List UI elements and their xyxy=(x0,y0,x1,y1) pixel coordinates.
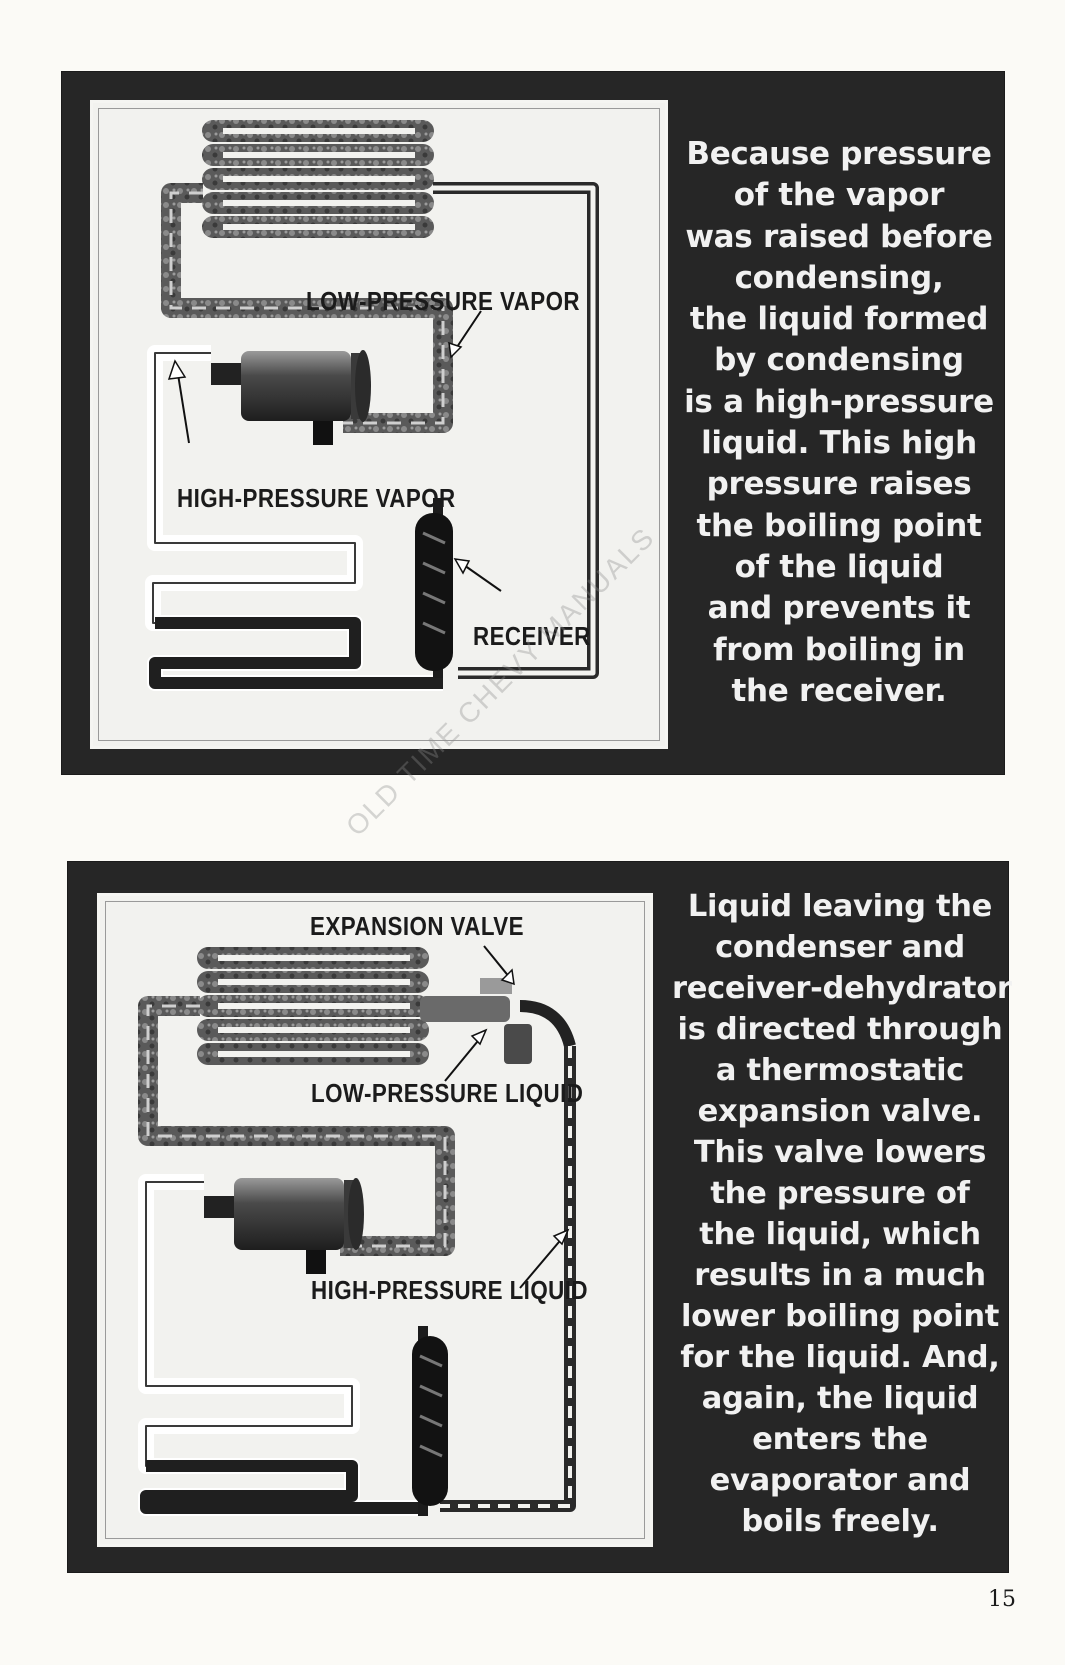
evaporator-coil xyxy=(202,120,434,238)
caption-expansion-valve: Liquid leaving the condenser and receive… xyxy=(672,886,1012,1542)
caption-line: Liquid leaving the xyxy=(687,889,993,924)
caption-line: expansion valve. xyxy=(697,1094,983,1129)
label-high-pressure-liquid: HIGH-PRESSURE LIQUID xyxy=(311,1275,588,1305)
caption-line: pressure raises xyxy=(706,466,972,503)
caption-line: the liquid formed xyxy=(689,301,989,338)
caption-receiver: Because pressure of the vapor was raised… xyxy=(674,134,1004,712)
caption-line: again, the liquid xyxy=(701,1381,979,1416)
receiver-tank xyxy=(415,498,453,678)
caption-line: the receiver. xyxy=(731,672,947,709)
diagram-panel-receiver: LOW-PRESSURE VAPOR HIGH-PRESSURE VAPOR R… xyxy=(62,72,1004,774)
caption-line: Because pressure xyxy=(686,136,992,172)
caption-line: and prevents it xyxy=(707,590,971,627)
label-low-pressure-liquid: LOW-PRESSURE LIQUID xyxy=(311,1078,584,1108)
caption-line: for the liquid. And, xyxy=(680,1340,1000,1375)
caption-line: the liquid, which xyxy=(699,1217,981,1252)
caption-line: from boiling in xyxy=(713,631,965,668)
label-receiver: RECEIVER xyxy=(473,621,591,651)
caption-line: the pressure of xyxy=(710,1176,970,1211)
expansion-valve xyxy=(420,978,576,1064)
caption-line: condensing, xyxy=(734,259,944,296)
caption-line: condenser and xyxy=(715,930,965,965)
caption-line: evaporator and xyxy=(709,1463,971,1498)
refrigeration-circuit-illustration-2 xyxy=(138,945,576,1516)
page-number: 15 xyxy=(988,1587,1016,1612)
label-low-pressure-vapor: LOW-PRESSURE VAPOR xyxy=(306,286,580,316)
caption-line: is a high-pressure xyxy=(684,383,994,420)
compressor xyxy=(211,350,371,445)
receiver-tank xyxy=(412,1326,448,1516)
caption-line: by condensing xyxy=(714,342,964,379)
caption-line: This valve lowers xyxy=(693,1135,987,1170)
caption-line: receiver-dehydrator xyxy=(672,971,1012,1006)
caption-line: lower boiling point xyxy=(680,1299,1000,1334)
caption-line: a thermostatic xyxy=(715,1053,965,1088)
refrigeration-diagram-2: EXPANSION VALVE LOW-PRESSURE LIQUID HIGH… xyxy=(97,893,653,1547)
label-high-pressure-vapor: HIGH-PRESSURE VAPOR xyxy=(177,483,456,513)
caption-line: liquid. This high xyxy=(701,425,977,462)
label-expansion-valve: EXPANSION VALVE xyxy=(310,911,524,941)
evaporator-coil xyxy=(197,947,429,1065)
caption-line: of the liquid xyxy=(734,548,944,585)
caption-line: was raised before xyxy=(685,218,993,255)
caption-line: is directed through xyxy=(677,1012,1003,1047)
caption-line: results in a much xyxy=(694,1258,986,1293)
refrigeration-circuit-illustration-1 xyxy=(145,120,599,691)
caption-line: the boiling point xyxy=(696,507,982,544)
refrigeration-diagram-1: LOW-PRESSURE VAPOR HIGH-PRESSURE VAPOR R… xyxy=(90,100,668,749)
caption-line: of the vapor xyxy=(733,177,945,214)
diagram-panel-expansion-valve: EXPANSION VALVE LOW-PRESSURE LIQUID HIGH… xyxy=(68,862,1012,1572)
caption-line: enters the xyxy=(752,1422,928,1457)
compressor xyxy=(204,1178,364,1274)
caption-line: boils freely. xyxy=(741,1504,939,1539)
